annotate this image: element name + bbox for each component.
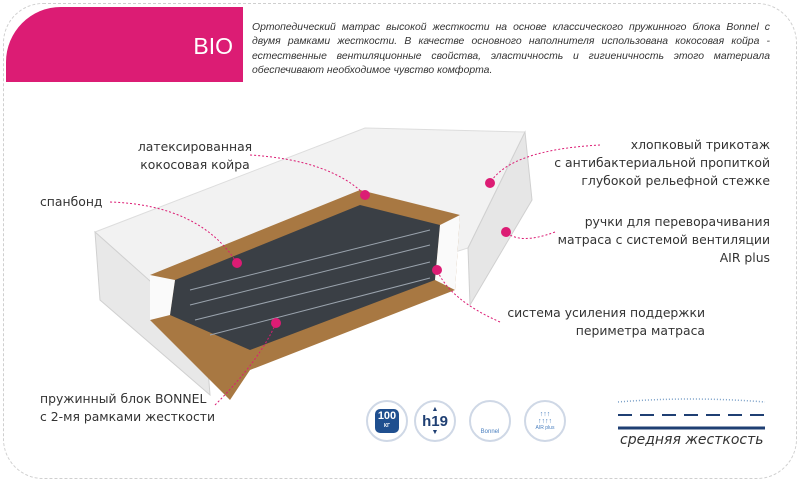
title-banner: BIO bbox=[6, 7, 243, 82]
label-line: ручки для переворачивания bbox=[584, 214, 770, 229]
weight-icon: 100 КГ bbox=[366, 400, 408, 442]
weight-unit: КГ bbox=[384, 423, 390, 429]
label-line: латексированная bbox=[137, 139, 253, 154]
label-line: с 2-мя рамками жесткости bbox=[40, 409, 216, 424]
label-handles: ручки для переворачивания матраса с сист… bbox=[558, 213, 770, 267]
air-label: AIR plus bbox=[535, 425, 555, 431]
product-title: BIO bbox=[193, 33, 233, 59]
air-plus-icon: ↑↑↑↑↑↑↑ AIR plus bbox=[524, 400, 566, 442]
height-value: h19 bbox=[422, 412, 448, 430]
label-line: с антибактериальной пропиткой bbox=[554, 155, 770, 170]
label-spring-block: пружинный блок BONNEL с 2-мя рамками жес… bbox=[40, 390, 215, 426]
label-cover: хлопковый трикотаж с антибактериальной п… bbox=[554, 136, 770, 190]
height-icon: ▲ h19 ▼ bbox=[414, 400, 456, 442]
label-perimeter: система усиления поддержки периметра мат… bbox=[507, 304, 705, 340]
hardness-label: средняя жесткость bbox=[620, 432, 764, 448]
label-line: хлопковый трикотаж bbox=[630, 137, 770, 152]
label-line: система усиления поддержки bbox=[507, 305, 705, 320]
label-latex-coir: латексированная кокосовая койра bbox=[120, 138, 270, 174]
weight-value: 100 bbox=[377, 410, 397, 422]
bonnel-icon: Bonnel bbox=[469, 400, 511, 442]
label-line: матраса с системой вентиляции bbox=[557, 232, 770, 247]
label-line: периметра матраса bbox=[575, 323, 705, 338]
page-frame bbox=[3, 3, 797, 479]
bonnel-label: Bonnel bbox=[480, 429, 500, 435]
label-line: AIR plus bbox=[719, 250, 770, 265]
label-spunbond: спанбонд bbox=[40, 194, 103, 209]
product-description: Ортопедический матрас высокой жесткости … bbox=[252, 22, 770, 76]
label-line: пружинный блок BONNEL bbox=[40, 391, 207, 406]
label-line: кокосовая койра bbox=[140, 157, 250, 172]
hardness-graphic bbox=[617, 398, 766, 430]
label-line: глубокой рельефной стежке bbox=[581, 173, 770, 188]
